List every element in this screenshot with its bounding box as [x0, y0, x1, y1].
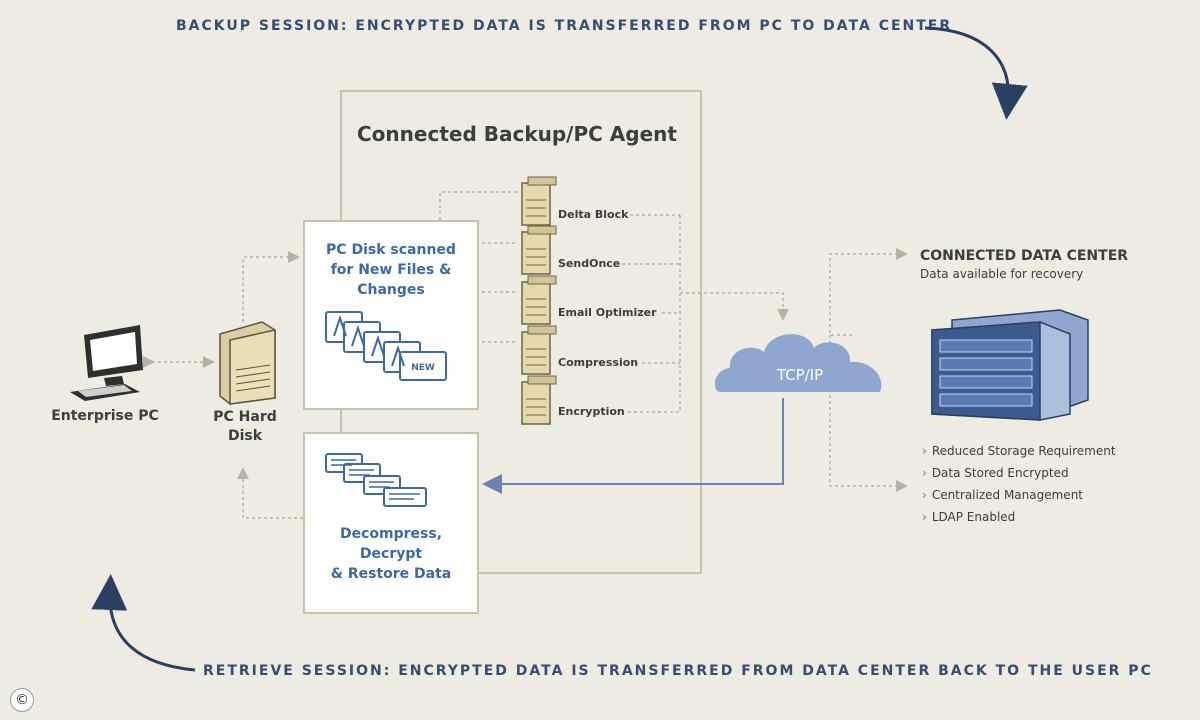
scan-line: Changes: [357, 282, 425, 298]
hard-disk-line: Disk: [227, 428, 263, 444]
feature-item: › Data Stored Encrypted: [922, 466, 1069, 480]
feature-item: › Reduced Storage Requirement: [922, 444, 1116, 458]
backup-curved-arrow-icon: [924, 26, 1028, 120]
document-stack-icon: NEW: [325, 311, 447, 381]
module-label-encryption: Encryption: [558, 405, 625, 418]
feature-label: Data Stored Encrypted: [931, 466, 1069, 480]
data-center-subtitle: Data available for recovery: [920, 267, 1084, 281]
restore-box-text: Decompress, Decrypt & Restore Data: [308, 524, 474, 584]
server-module-icon: [521, 225, 557, 275]
chevron-right-icon: ›: [922, 488, 927, 502]
module-label-compression: Compression: [558, 356, 639, 369]
feature-label: LDAP Enabled: [931, 510, 1016, 524]
scan-box-text: PC Disk scanned for New Files & Changes: [308, 240, 474, 300]
agent-title: Connected Backup/PC Agent: [357, 122, 677, 146]
chevron-right-icon: ›: [922, 444, 927, 458]
feature-item: › Centralized Management: [922, 488, 1083, 502]
cloud-icon: [714, 334, 882, 392]
server-module-icon: [521, 176, 557, 226]
feature-label: Reduced Storage Requirement: [931, 444, 1116, 458]
server-module-icon: [521, 375, 557, 425]
server-module-icon: [521, 275, 557, 325]
document-stack-icon: [325, 453, 427, 507]
chevron-right-icon: ›: [922, 510, 927, 524]
hard-disk-label: PC Hard Disk: [205, 408, 285, 446]
chevron-right-icon: ›: [922, 466, 927, 480]
enterprise-pc-label: Enterprise PC: [51, 408, 159, 424]
retrieve-session-caption: RETRIEVE SESSION: ENCRYPTED DATA IS TRAN…: [203, 663, 1153, 679]
scan-box: [303, 220, 479, 410]
feature-label: Centralized Management: [931, 488, 1084, 502]
feature-item: › LDAP Enabled: [922, 510, 1015, 524]
new-badge: NEW: [411, 363, 435, 373]
scan-line: PC Disk scanned: [326, 242, 456, 258]
module-label-delta-block: Delta Block: [558, 208, 629, 221]
hard-disk-icon: [219, 321, 276, 405]
module-label-sendonce: SendOnce: [558, 257, 621, 270]
copyright-icon: ©: [10, 688, 34, 712]
server-module-icon: [521, 325, 557, 375]
restore-line: Decompress,: [339, 526, 443, 542]
data-center-title: CONNECTED DATA CENTER: [920, 248, 1129, 264]
backup-session-caption: BACKUP SESSION: ENCRYPTED DATA IS TRANSF…: [176, 18, 953, 34]
restore-line: Decrypt: [359, 546, 423, 562]
server-rack-icon: [931, 309, 1089, 421]
retrieve-curved-arrow-icon: [91, 574, 196, 672]
network-label: TCP/IP: [776, 366, 824, 384]
restore-line: & Restore Data: [330, 566, 452, 582]
scan-line: for New Files &: [330, 262, 452, 278]
hard-disk-line: PC Hard: [213, 409, 277, 425]
monitor-icon: [70, 325, 143, 401]
module-label-email-optimizer: Email Optimizer: [558, 306, 657, 319]
